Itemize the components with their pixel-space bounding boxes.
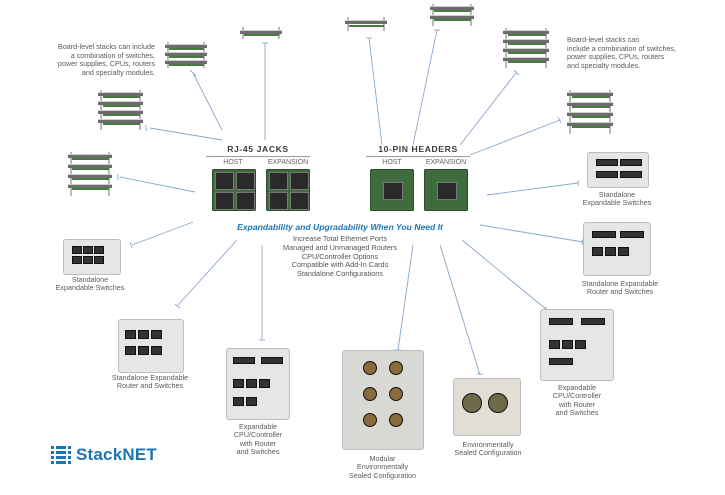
rule: [206, 156, 310, 157]
rj45-expansion-board-image: [266, 169, 310, 211]
10pin-expansion-board-image: [424, 169, 468, 211]
host-label: HOST: [382, 159, 402, 166]
stack-icon: [51, 446, 71, 464]
caption-standalone-switches-right: Standalone Expandable Switches: [567, 190, 667, 208]
host-label: HOST: [223, 159, 243, 166]
caption-line: Expandable: [239, 422, 277, 431]
feature-item: Managed and Unmanaged Routers: [283, 242, 397, 252]
caption-line: CPU/Controller: [552, 391, 602, 401]
note-line: power supplies, CPUs, routers: [57, 59, 155, 69]
note-line: and specialty modules.: [81, 67, 155, 77]
caption-line: and Switches: [555, 408, 599, 418]
note-line: Board-level stacks can include: [57, 42, 155, 51]
note-line: and specialty modules.: [567, 60, 641, 70]
tagline: Expandability and Upgradability When You…: [237, 222, 443, 232]
cpu-controller-enclosure-image: [540, 309, 614, 381]
caption-line: Sealed Configuration: [348, 470, 417, 480]
caption-line: Expandable Switches: [55, 283, 125, 293]
feature-item: Increase Total Ethernet Ports: [293, 234, 387, 243]
sealed-enclosure-image: [453, 378, 521, 436]
standalone-switch-enclosure-image: [587, 152, 649, 188]
caption-cpu-right: Expandable CPU/Controller with Router an…: [527, 383, 627, 418]
cpu-controller-enclosure-image: [226, 348, 290, 420]
caption-router-left: Standalone Expandable Router and Switche…: [95, 373, 205, 391]
board-image: [240, 27, 282, 39]
standalone-router-enclosure-image: [583, 222, 651, 276]
caption-line: Environmentally: [356, 462, 409, 472]
board-stack-image: [98, 90, 143, 130]
caption-line: Modular: [369, 454, 396, 463]
logo-text: StackNET: [76, 445, 157, 464]
board-stack-image: [430, 4, 474, 26]
caption-line: with Router: [239, 438, 277, 448]
caption-line: Expandable: [558, 383, 596, 392]
board-stack-image: [503, 28, 549, 68]
caption-line: CPU/Controller: [233, 430, 283, 440]
note-line: include a combination of switches,: [567, 43, 677, 53]
feature-list: Increase Total Ethernet Ports Managed an…: [240, 234, 440, 279]
note-line: power supplies, CPUs, routers: [567, 52, 665, 62]
caption-line: and Switches: [236, 447, 280, 457]
modular-sealed-enclosure-image: [342, 350, 424, 450]
caption-standalone-switches-left: Standalone Expandable Switches: [40, 275, 140, 293]
feature-item: Compatible with Add-In Cards: [291, 260, 389, 270]
10pin-host-board-image: [370, 169, 414, 211]
standalone-router-enclosure-image: [118, 319, 184, 373]
rj45-host-board-image: [212, 169, 256, 211]
caption-line: Sealed Configuration: [454, 448, 522, 458]
caption-line: Standalone: [71, 275, 109, 284]
standalone-switch-enclosure-image: [63, 239, 121, 275]
expansion-label: EXPANSION: [267, 159, 309, 166]
caption-cpu-left: Expandable CPU/Controller with Router an…: [208, 422, 308, 457]
feature-item: Standalone Configurations: [296, 269, 383, 279]
rule: [366, 156, 470, 157]
caption-router-right: Standalone Expandable Router and Switche…: [565, 279, 675, 297]
caption-line: Router and Switches: [586, 287, 654, 297]
caption-line: Standalone Expandable: [111, 373, 189, 382]
caption-modular: Modular Environmentally Sealed Configura…: [330, 454, 435, 480]
note-line: a combination of switches,: [70, 50, 155, 60]
feature-item: CPU/Controller Options: [301, 251, 379, 261]
board-stack-note-left: Board-level stacks can include a combina…: [30, 42, 155, 77]
board-stack-image: [68, 152, 112, 196]
caption-line: with Router: [558, 399, 596, 409]
board-stack-image: [567, 90, 613, 134]
caption-line: Standalone: [598, 190, 636, 199]
board-stack-image: [165, 42, 207, 68]
board-image: [345, 17, 387, 31]
caption-line: Router and Switches: [116, 381, 184, 391]
caption-sealed: Environmentally Sealed Configuration: [438, 440, 538, 458]
note-line: Board-level stacks can: [567, 35, 640, 44]
stacknet-logo: StackNET: [50, 444, 165, 466]
10-pin-headers-header: 10-PIN HEADERS: [378, 144, 458, 154]
expansion-label: EXPANSION: [425, 159, 467, 166]
caption-line: Environmentally: [462, 440, 514, 449]
caption-line: Standalone Expandable: [581, 279, 659, 288]
caption-line: Expandable Switches: [582, 198, 652, 208]
board-stack-note-right: Board-level stacks can include a combina…: [567, 35, 717, 70]
rj45-jacks-header: RJ-45 JACKS: [227, 144, 289, 154]
